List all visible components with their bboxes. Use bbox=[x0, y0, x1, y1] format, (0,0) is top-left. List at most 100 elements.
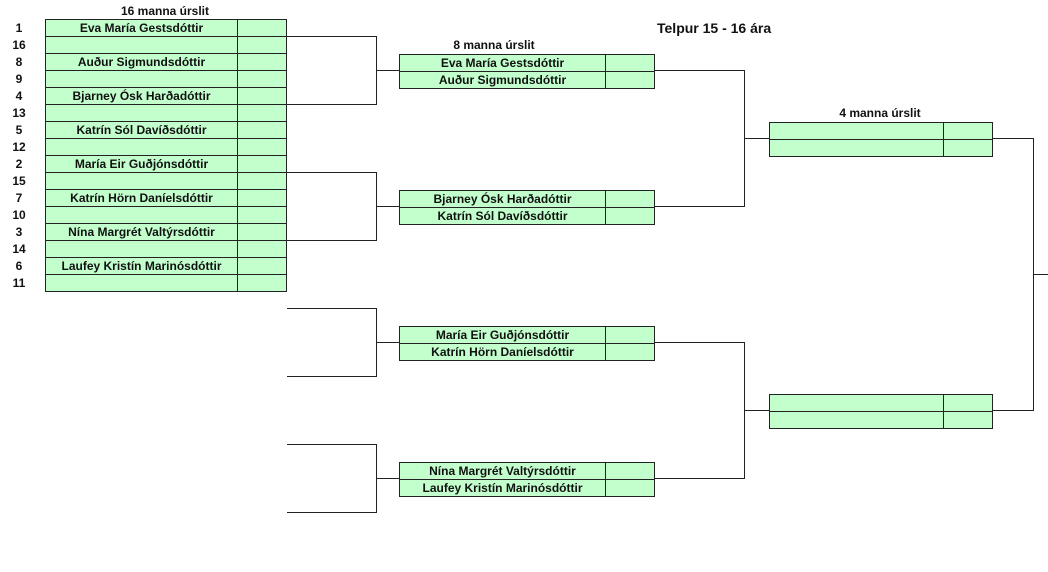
qf-slot[interactable]: Auður Sigmundsdóttir bbox=[399, 71, 655, 89]
score-cell[interactable] bbox=[237, 20, 286, 36]
player-name bbox=[46, 241, 237, 257]
r16-slot[interactable] bbox=[45, 138, 287, 156]
qf-slot[interactable]: Katrín Sól Davíðsdóttir bbox=[399, 207, 655, 225]
r16-slot[interactable] bbox=[45, 172, 287, 190]
sf-slot[interactable] bbox=[769, 411, 993, 429]
player-name bbox=[46, 71, 237, 87]
bracket-connector bbox=[287, 512, 377, 513]
seed-number: 14 bbox=[12, 242, 26, 256]
score-cell[interactable] bbox=[605, 208, 654, 224]
r16-slot[interactable]: Katrín Sól Davíðsdóttir bbox=[45, 121, 287, 139]
bracket-connector bbox=[287, 240, 377, 241]
r16-slot[interactable] bbox=[45, 240, 287, 258]
player-name: Nína Margrét Valtýrsdóttir bbox=[429, 464, 576, 478]
seed-number: 3 bbox=[15, 225, 23, 239]
score-cell[interactable] bbox=[605, 72, 654, 88]
bracket-connector bbox=[655, 206, 745, 207]
player-name: Auður Sigmundsdóttir bbox=[77, 55, 206, 69]
score-cell[interactable] bbox=[605, 55, 654, 71]
score-cell[interactable] bbox=[605, 480, 654, 496]
player-name bbox=[46, 105, 237, 121]
seed-number: 12 bbox=[12, 140, 26, 154]
score-cell[interactable] bbox=[237, 190, 286, 206]
page-title: Telpur 15 - 16 ára bbox=[657, 20, 772, 36]
score-cell[interactable] bbox=[943, 123, 992, 139]
score-cell[interactable] bbox=[237, 173, 286, 189]
r16-slot[interactable] bbox=[45, 206, 287, 224]
r16-slot[interactable]: Nína Margrét Valtýrsdóttir bbox=[45, 223, 287, 241]
r16-slot[interactable]: Eva María Gestsdóttir bbox=[45, 19, 287, 37]
player-name: Katrín Sól Davíðsdóttir bbox=[76, 123, 207, 137]
qf-slot[interactable]: Nína Margrét Valtýrsdóttir bbox=[399, 462, 655, 480]
r16-slot[interactable] bbox=[45, 36, 287, 54]
round-label-sf: 4 manna úrslit bbox=[839, 106, 921, 120]
seed-number: 16 bbox=[12, 38, 26, 52]
score-cell[interactable] bbox=[605, 463, 654, 479]
score-cell[interactable] bbox=[943, 140, 992, 156]
score-cell[interactable] bbox=[237, 71, 286, 87]
r16-slot[interactable]: María Eir Guðjónsdóttir bbox=[45, 155, 287, 173]
bracket-connector bbox=[655, 478, 745, 479]
r16-slot[interactable]: Laufey Kristín Marinósdóttir bbox=[45, 257, 287, 275]
seed-number: 11 bbox=[12, 276, 26, 290]
player-name: María Eir Guðjónsdóttir bbox=[435, 328, 570, 342]
seed-number: 13 bbox=[12, 106, 26, 120]
sf-slot[interactable] bbox=[769, 122, 993, 140]
bracket-connector bbox=[744, 410, 770, 411]
qf-slot[interactable]: Laufey Kristín Marinósdóttir bbox=[399, 479, 655, 497]
qf-slot[interactable]: Eva María Gestsdóttir bbox=[399, 54, 655, 72]
score-cell[interactable] bbox=[237, 88, 286, 104]
r16-slot[interactable] bbox=[45, 70, 287, 88]
bracket-connector bbox=[287, 104, 377, 105]
bracket-connector bbox=[744, 138, 770, 139]
score-cell[interactable] bbox=[605, 344, 654, 360]
bracket-connector bbox=[376, 70, 400, 71]
score-cell[interactable] bbox=[605, 327, 654, 343]
r16-slot[interactable] bbox=[45, 104, 287, 122]
bracket-connector bbox=[287, 172, 377, 173]
seed-number: 2 bbox=[15, 157, 23, 171]
seed-number: 6 bbox=[15, 259, 23, 273]
player-name bbox=[46, 173, 237, 189]
player-name: Laufey Kristín Marinósdóttir bbox=[422, 481, 583, 495]
score-cell[interactable] bbox=[605, 191, 654, 207]
score-cell[interactable] bbox=[943, 412, 992, 428]
bracket-connector bbox=[1033, 274, 1048, 275]
player-name bbox=[46, 275, 237, 291]
score-cell[interactable] bbox=[237, 241, 286, 257]
seed-number: 10 bbox=[12, 208, 26, 222]
score-cell[interactable] bbox=[237, 207, 286, 223]
player-name bbox=[46, 139, 237, 155]
score-cell[interactable] bbox=[237, 54, 286, 70]
player-name: Bjarney Ósk Harðadóttir bbox=[72, 89, 211, 103]
score-cell[interactable] bbox=[237, 275, 286, 291]
bracket-connector bbox=[376, 342, 400, 343]
r16-slot[interactable] bbox=[45, 274, 287, 292]
score-cell[interactable] bbox=[943, 395, 992, 411]
score-cell[interactable] bbox=[237, 156, 286, 172]
qf-slot[interactable]: Bjarney Ósk Harðadóttir bbox=[399, 190, 655, 208]
r16-slot[interactable]: Auður Sigmundsdóttir bbox=[45, 53, 287, 71]
seed-number: 7 bbox=[15, 191, 23, 205]
player-name: Bjarney Ósk Harðadóttir bbox=[433, 192, 572, 206]
sf-slot[interactable] bbox=[769, 394, 993, 412]
score-cell[interactable] bbox=[237, 224, 286, 240]
score-cell[interactable] bbox=[237, 122, 286, 138]
player-name bbox=[46, 37, 237, 53]
bracket-connector bbox=[376, 478, 400, 479]
seed-number: 4 bbox=[15, 89, 23, 103]
qf-slot[interactable]: Katrín Hörn Daníelsdóttir bbox=[399, 343, 655, 361]
r16-slot[interactable]: Katrín Hörn Daníelsdóttir bbox=[45, 189, 287, 207]
player-name: Nína Margrét Valtýrsdóttir bbox=[68, 225, 215, 239]
player-name: María Eir Guðjónsdóttir bbox=[74, 157, 209, 171]
qf-slot[interactable]: María Eir Guðjónsdóttir bbox=[399, 326, 655, 344]
score-cell[interactable] bbox=[237, 139, 286, 155]
r16-slot[interactable]: Bjarney Ósk Harðadóttir bbox=[45, 87, 287, 105]
seed-number: 8 bbox=[15, 55, 23, 69]
sf-slot[interactable] bbox=[769, 139, 993, 157]
score-cell[interactable] bbox=[237, 37, 286, 53]
bracket-connector bbox=[655, 70, 745, 71]
score-cell[interactable] bbox=[237, 105, 286, 121]
bracket-connector bbox=[376, 206, 400, 207]
score-cell[interactable] bbox=[237, 258, 286, 274]
